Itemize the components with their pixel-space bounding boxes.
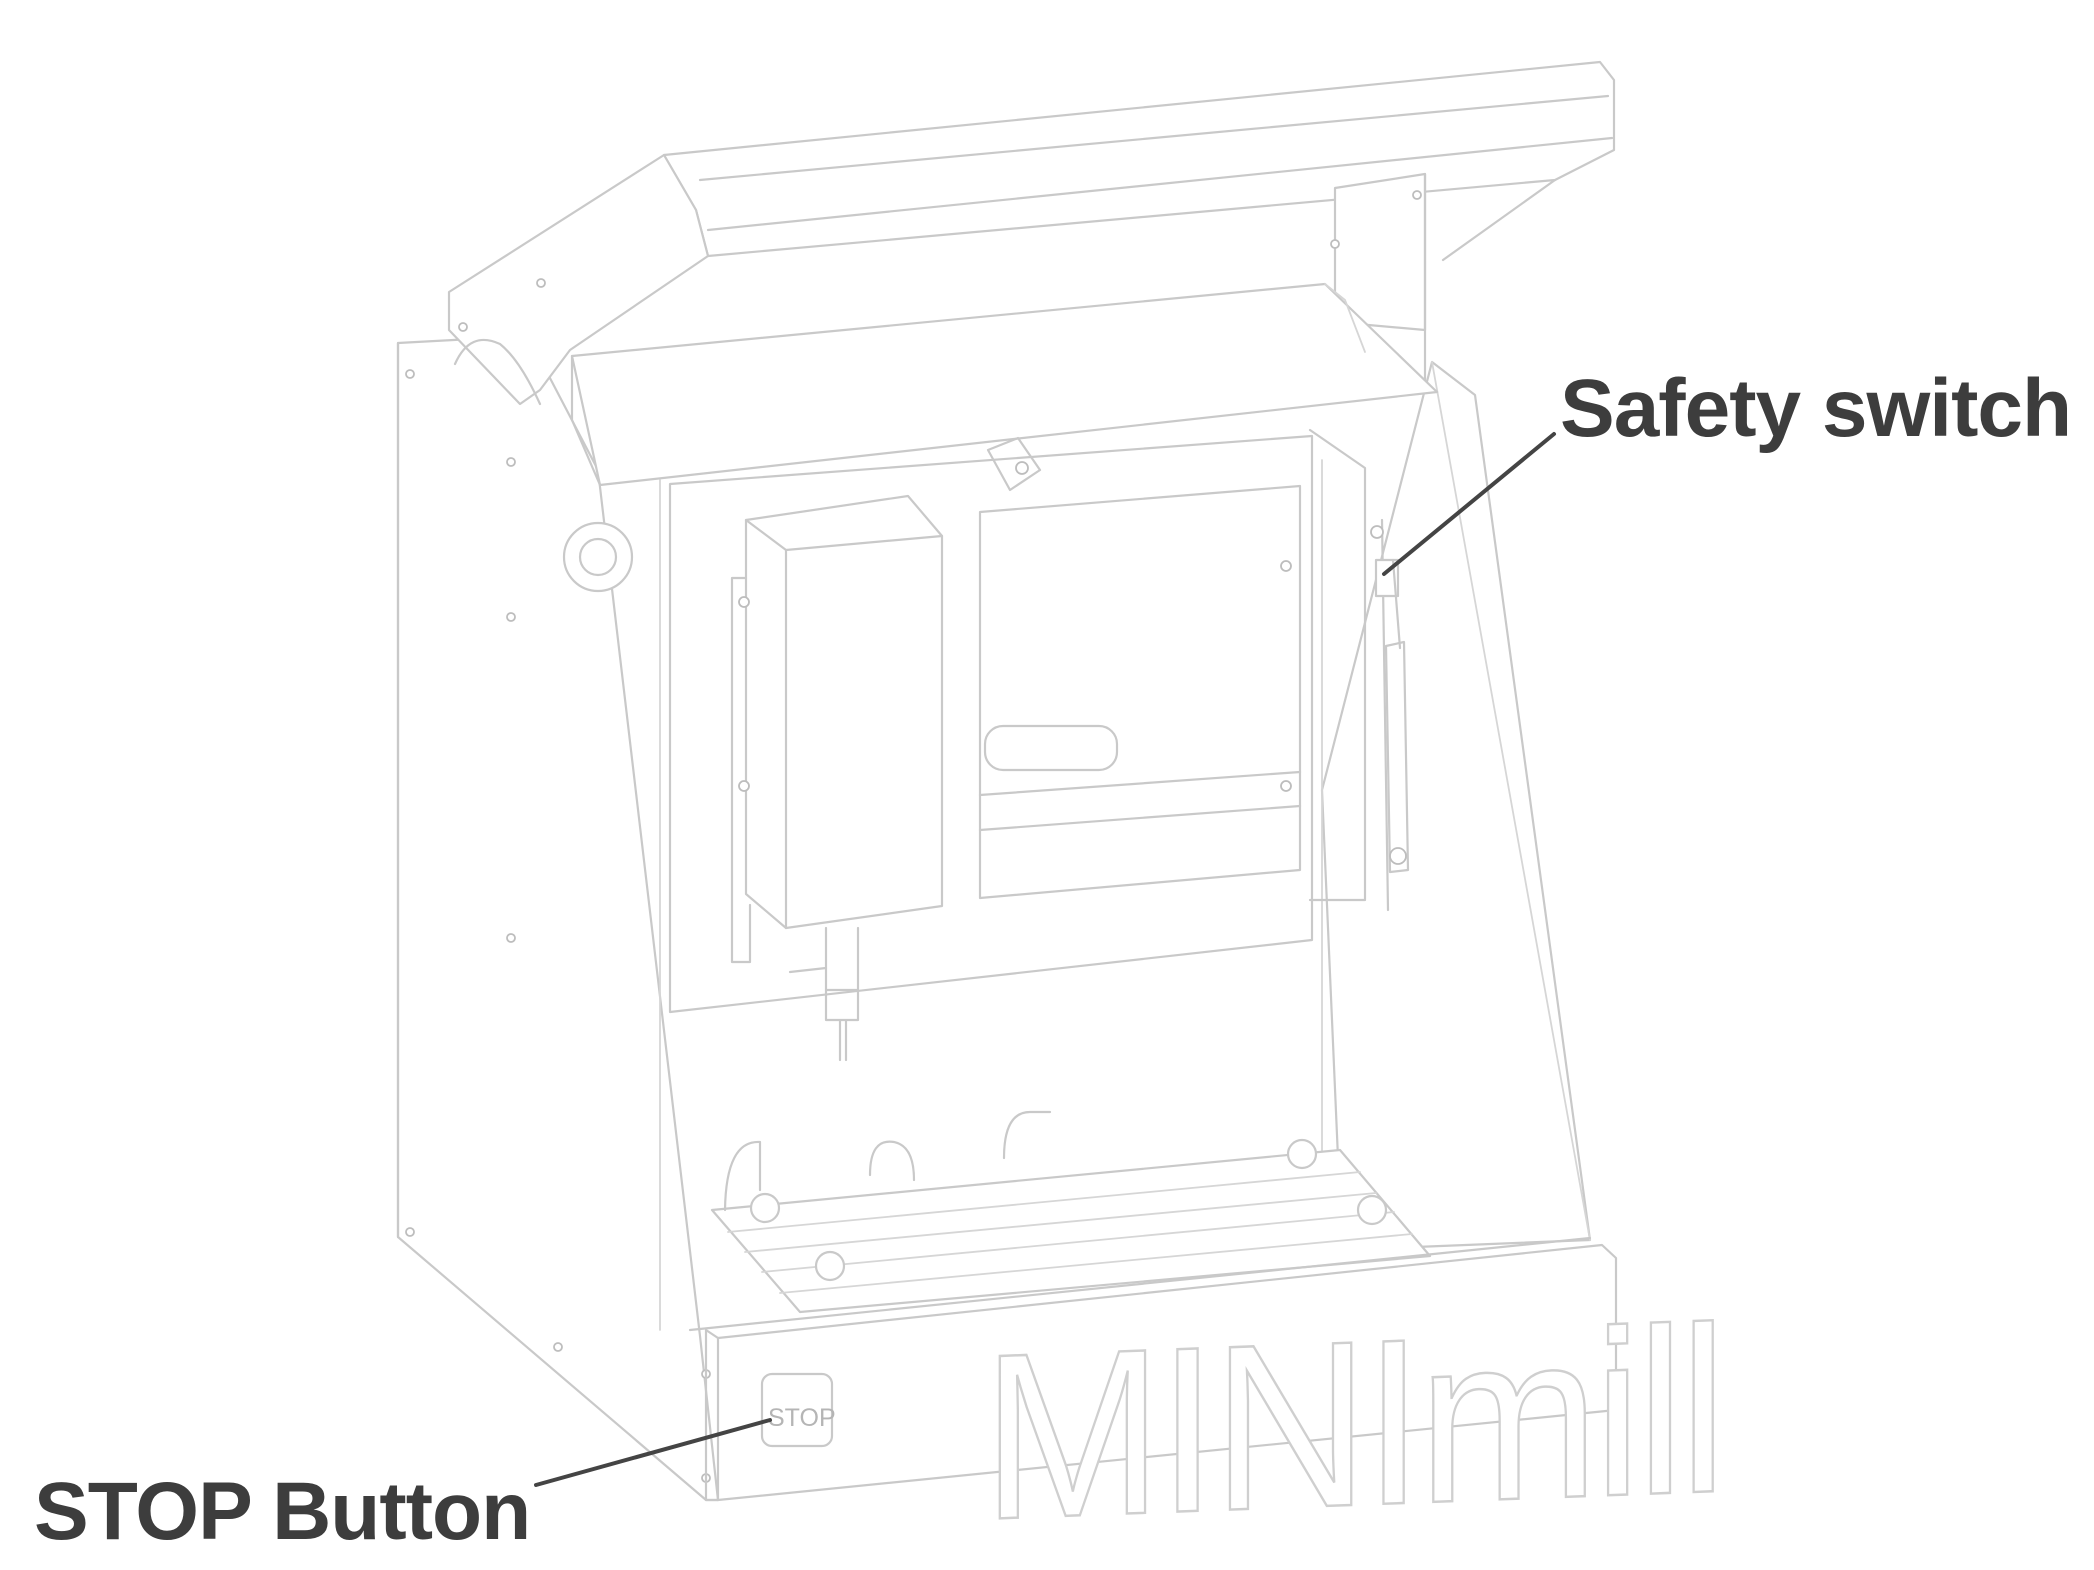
stop-button-leader	[534, 1418, 772, 1487]
stop-button-body	[760, 1372, 834, 1448]
gas-strut	[1384, 640, 1410, 874]
bearing	[562, 521, 634, 593]
worktable	[710, 1148, 1432, 1314]
stop-button-label: STOP	[768, 1404, 836, 1432]
safety-switch-callout: Safety switch	[1560, 363, 2072, 454]
cover-plate	[570, 282, 1439, 487]
stop-button-callout: STOP Button	[34, 1466, 531, 1557]
lid-side-arm-left	[447, 153, 710, 406]
spindle-motor	[744, 494, 944, 930]
front-panel	[716, 1243, 1618, 1502]
safety-switch-leader	[1382, 432, 1556, 576]
